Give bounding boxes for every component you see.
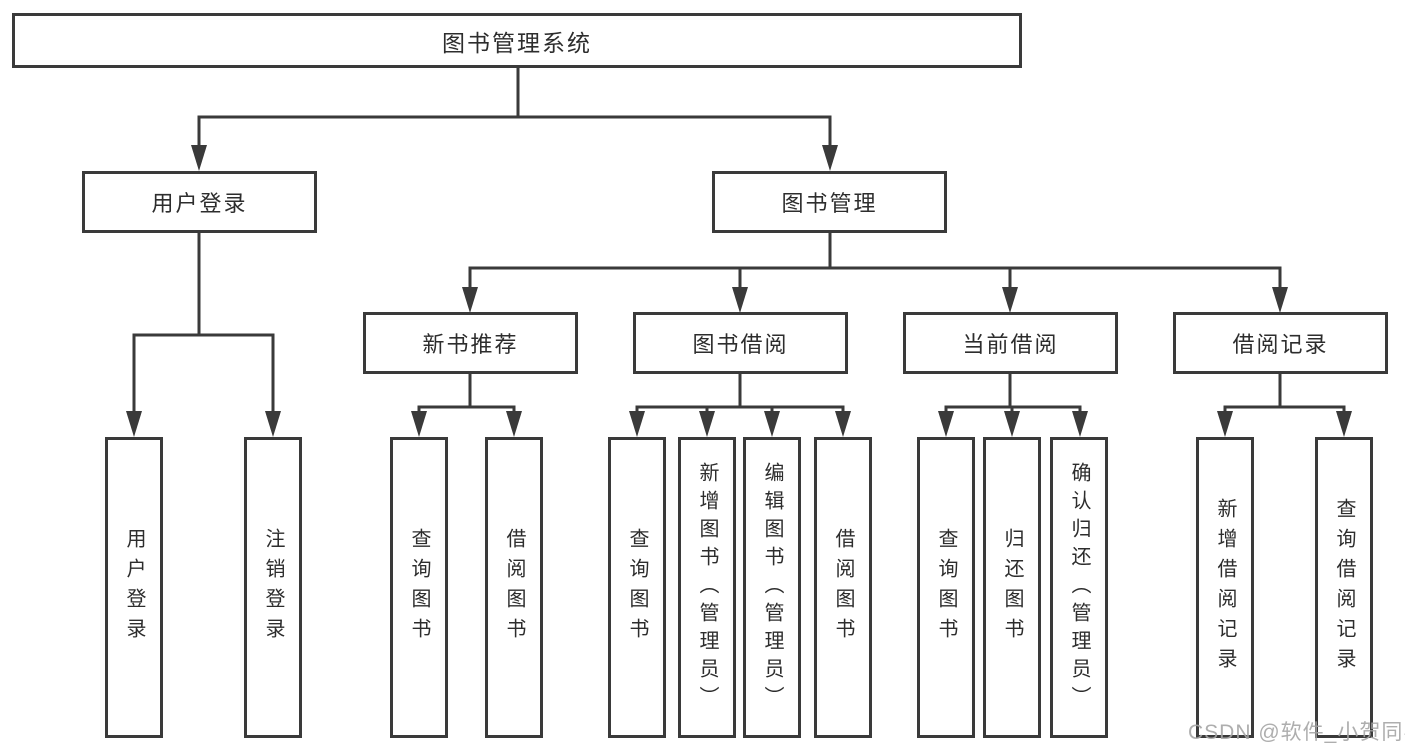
leaf-add-book-admin: 新增图书（管理员）	[678, 437, 736, 738]
node-book-borrow: 图书借阅	[633, 312, 848, 374]
node-user-login: 用户登录	[82, 171, 317, 233]
arrowhead-icon	[835, 411, 851, 437]
leaf-query-books-current: 查询图书	[917, 437, 975, 738]
arrowhead-icon	[1002, 287, 1018, 313]
leaf-logout: 注销登录	[244, 437, 302, 738]
connector-borrow-record-bar	[1223, 405, 1346, 415]
leaf-borrow-books-recommend: 借阅图书	[485, 437, 543, 738]
arrowhead-icon	[1272, 287, 1288, 313]
csdn-watermark: CSDN @软件_小贺同学	[1188, 721, 1405, 744]
arrowhead-icon	[629, 411, 645, 437]
node-book-management: 图书管理	[712, 171, 947, 233]
leaf-user-login: 用户登录	[105, 437, 163, 738]
connector-new-book-bar	[417, 405, 516, 415]
node-current-borrow: 当前借阅	[903, 312, 1118, 374]
arrowhead-icon	[265, 411, 281, 437]
arrowhead-icon	[732, 287, 748, 313]
node-borrow-records: 借阅记录	[1173, 312, 1388, 374]
leaf-edit-book-admin: 编辑图书（管理员）	[743, 437, 801, 738]
arrowhead-icon	[411, 411, 427, 437]
arrowhead-icon	[699, 411, 715, 437]
arrowhead-icon	[126, 411, 142, 437]
leaf-query-books-recommend: 查询图书	[390, 437, 448, 738]
node-new-book-recommend: 新书推荐	[363, 312, 578, 374]
leaf-add-borrow-record: 新增借阅记录	[1196, 437, 1254, 738]
connector-book-borrow-bar	[635, 405, 845, 415]
connector-user-login-bar	[132, 333, 275, 415]
arrowhead-icon	[1072, 411, 1088, 437]
node-library-system: 图书管理系统	[12, 13, 1022, 68]
arrowhead-icon	[764, 411, 780, 437]
arrowhead-icon	[1336, 411, 1352, 437]
leaf-return-book: 归还图书	[983, 437, 1041, 738]
arrowhead-icon	[191, 145, 207, 171]
connector-level2-bar	[197, 115, 832, 150]
arrowhead-icon	[506, 411, 522, 437]
arrowhead-icon	[1217, 411, 1233, 437]
leaf-query-borrow-record: 查询借阅记录	[1315, 437, 1373, 738]
arrowhead-icon	[938, 411, 954, 437]
leaf-query-books-borrow: 查询图书	[608, 437, 666, 738]
leaf-borrow-books: 借阅图书	[814, 437, 872, 738]
arrowhead-icon	[462, 287, 478, 313]
connector-level3-bar	[468, 266, 1282, 292]
arrowhead-icon	[1004, 411, 1020, 437]
leaf-confirm-return-admin: 确认归还（管理员）	[1050, 437, 1108, 738]
arrowhead-icon	[822, 145, 838, 171]
